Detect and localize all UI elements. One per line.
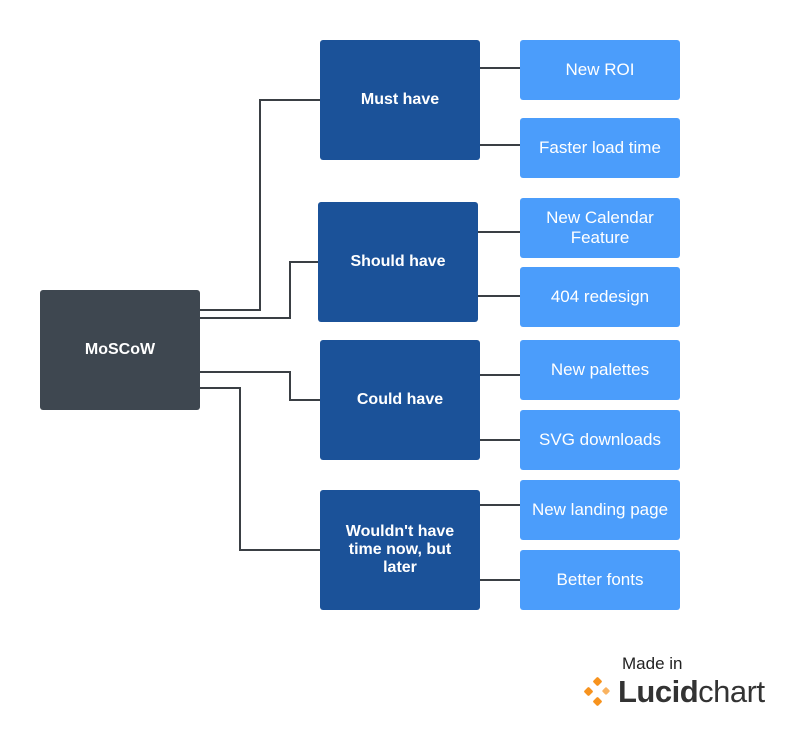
item-label: New landing page (531, 500, 669, 519)
category-label: Must have (360, 91, 440, 108)
category-must-have[interactable]: Must have (320, 40, 480, 160)
item-faster-load-time[interactable]: Faster load time (520, 118, 680, 178)
category-label: Could have (356, 391, 444, 408)
item-better-fonts[interactable]: Better fonts (520, 550, 680, 610)
category-wouldnt-have[interactable]: Wouldn't have time now, but later (320, 490, 480, 610)
connector-root-should (200, 261, 318, 319)
connector-root-could (200, 371, 320, 401)
category-label: Should have (350, 253, 446, 270)
item-new-palettes[interactable]: New palettes (520, 340, 680, 400)
connector-root-must (200, 99, 320, 311)
item-label: Better fonts (556, 570, 644, 589)
category-label: Wouldn't have time now, but later (345, 523, 455, 576)
category-could-have[interactable]: Could have (320, 340, 480, 460)
item-label: New palettes (550, 360, 650, 379)
lucidchart-logo: Lucidchart (582, 674, 765, 710)
item-label: SVG downloads (539, 430, 661, 449)
item-new-roi[interactable]: New ROI (520, 40, 680, 100)
made-in-text: Made in (622, 654, 683, 673)
logo-bold-text: Lucid (618, 674, 699, 709)
item-new-landing-page[interactable]: New landing page (520, 480, 680, 540)
lucidchart-logo-icon (584, 677, 610, 706)
item-label: 404 redesign (550, 287, 650, 306)
item-label: New ROI (565, 60, 635, 79)
item-new-calendar-feature[interactable]: New Calendar Feature (520, 198, 680, 258)
root-node-moscow[interactable]: MoSCoW (40, 290, 200, 410)
made-in-lucidchart-badge[interactable]: Made in Lucidchart (582, 652, 782, 712)
lucidchart-wordmark: Lucidchart (618, 674, 765, 710)
root-label: MoSCoW (84, 341, 156, 358)
logo-light-text: chart (698, 674, 765, 709)
item-label: Faster load time (539, 138, 661, 157)
category-should-have[interactable]: Should have (318, 202, 478, 322)
item-404-redesign[interactable]: 404 redesign (520, 267, 680, 327)
item-svg-downloads[interactable]: SVG downloads (520, 410, 680, 470)
item-label: New Calendar Feature (546, 208, 654, 247)
connector-root-wouldnt (200, 387, 320, 551)
